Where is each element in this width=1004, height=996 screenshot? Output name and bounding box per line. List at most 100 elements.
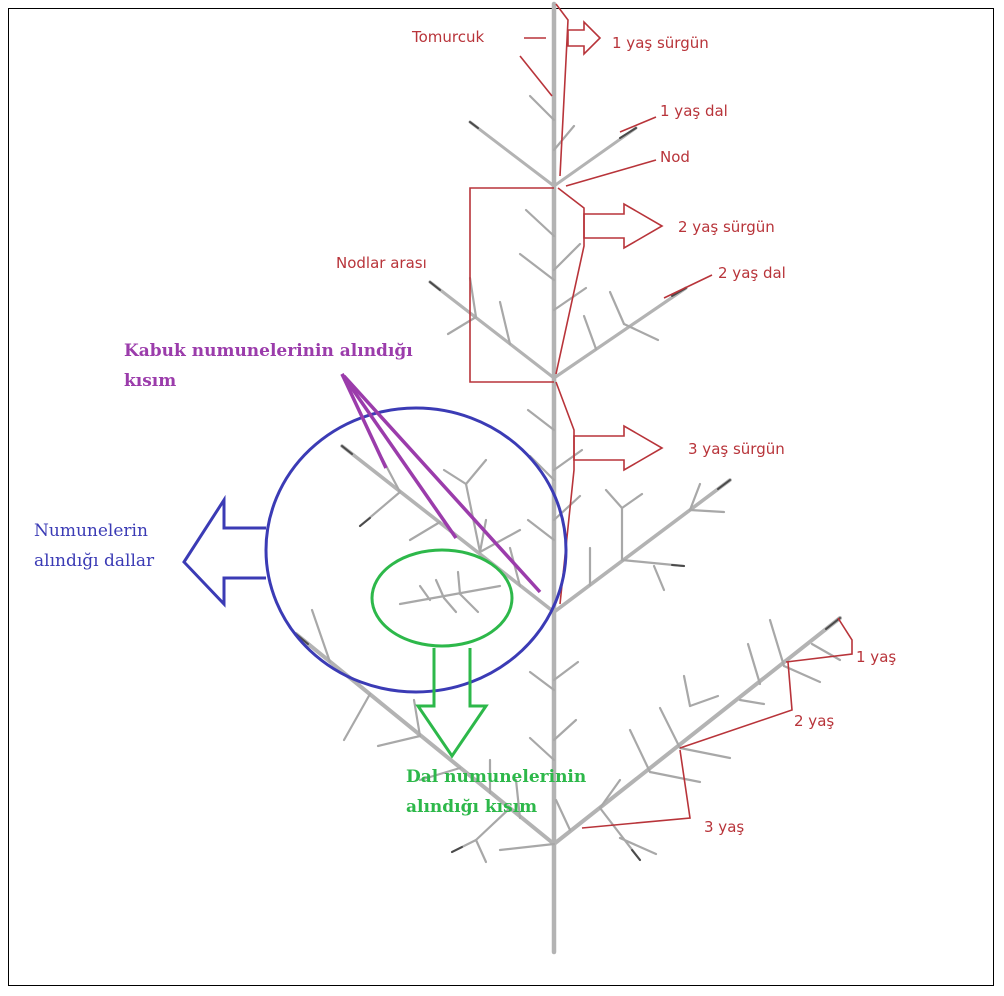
one-year-shoot-arrow [568,22,600,54]
label-age-one: 1 yaş [856,648,896,666]
label-two-year-shoot: 2 yaş sürgün [678,218,775,236]
green-ellipse [372,550,512,646]
twig [690,510,724,512]
twig [528,520,554,540]
twig-tip [430,282,440,290]
twig-tip [632,850,640,860]
twig-tip [672,565,684,566]
twig [650,772,700,782]
branch-top-left [470,122,554,186]
branch-samples-marker [372,550,512,756]
twig [610,292,624,324]
twig [584,316,596,349]
label-sampled-branches-line1: Numunelerin [34,521,148,541]
label-two-year-branch: 2 yaş dal [718,264,786,282]
twig [526,210,554,236]
twig [500,844,554,850]
twig [476,840,486,862]
twig [458,572,460,594]
branch-low-right [554,480,730,612]
sample-branch [400,586,500,604]
age-two-bracket [680,662,792,748]
twig-tip [452,847,462,852]
branch-mid-right [554,288,686,378]
bark-line-3 [344,376,540,592]
twig [740,700,764,704]
twig [460,594,478,612]
twig [528,410,554,430]
twig [770,620,784,666]
label-one-year-branch: 1 yaş dal [660,102,728,120]
red-annotations [470,4,852,828]
twig [448,317,476,334]
label-branch-samples-line2: alındığı kısım [406,797,537,817]
twig-tip [718,480,730,489]
blue-circle [266,408,566,692]
nod-pointer [566,160,656,186]
twig [420,586,430,600]
label-age-three: 3 yaş [704,818,744,836]
twig [556,800,570,830]
bark-line-1 [342,374,386,468]
twig-tip [342,446,352,454]
twig [410,522,440,540]
two-year-shoot-arrow [584,204,662,248]
blue-left-arrow [184,500,266,604]
twig [470,278,476,317]
one-year-shoot-bracket [556,4,568,176]
label-nod: Nod [660,148,690,166]
label-bark-samples-line1: Kabuk numunelerinin alındığı [124,341,413,361]
twig [554,720,576,740]
one-year-branch-pointer [620,117,656,132]
bark-sample-markers [342,374,540,592]
label-three-year-shoot: 3 yaş sürgün [688,440,785,458]
label-bark-samples-line2: kısım [124,371,176,391]
age-one-bracket [786,618,852,662]
twig [660,708,680,748]
twig-tip [360,518,370,526]
twig-tip [826,618,840,629]
twig [630,730,650,772]
twig [436,580,444,598]
twig [530,672,554,690]
tomurcuk-pointer [520,56,552,96]
two-year-branch-pointer [664,275,712,298]
branch-bottom-right [554,618,840,844]
twig [554,662,578,680]
branch-mid-left [430,282,554,378]
age-three-bracket [582,750,690,828]
twig [654,566,664,590]
twig [520,254,554,280]
sample-branches-marker [184,408,566,692]
two-year-shoot-bracket [556,188,584,374]
twig [444,598,456,612]
label-internode: Nodlar arası [336,254,427,272]
twig [620,838,656,854]
twig-tip [470,122,478,128]
bark-line-2 [342,374,456,538]
twig [606,490,622,508]
label-tomurcuk: Tomurcuk [411,28,485,46]
internode-bracket [470,188,554,382]
label-branch-samples-line1: Dal numunelerinin [406,767,586,787]
tree [296,4,840,952]
label-one-year-shoot: 1 yaş sürgün [612,34,709,52]
twig [690,696,718,706]
twig [554,244,580,270]
twig [680,748,730,758]
three-year-shoot-arrow [574,426,662,470]
twig [624,324,658,340]
twig [378,736,420,746]
bud-twig-2 [554,126,574,150]
twig [684,676,690,706]
twig [344,694,370,740]
twig [466,460,486,484]
twig [530,738,554,760]
label-age-two: 2 yaş [794,712,834,730]
label-sampled-branches-line2: alındığı dallar [34,551,155,571]
twig [444,470,466,484]
twig [748,644,760,684]
twig [622,494,642,508]
